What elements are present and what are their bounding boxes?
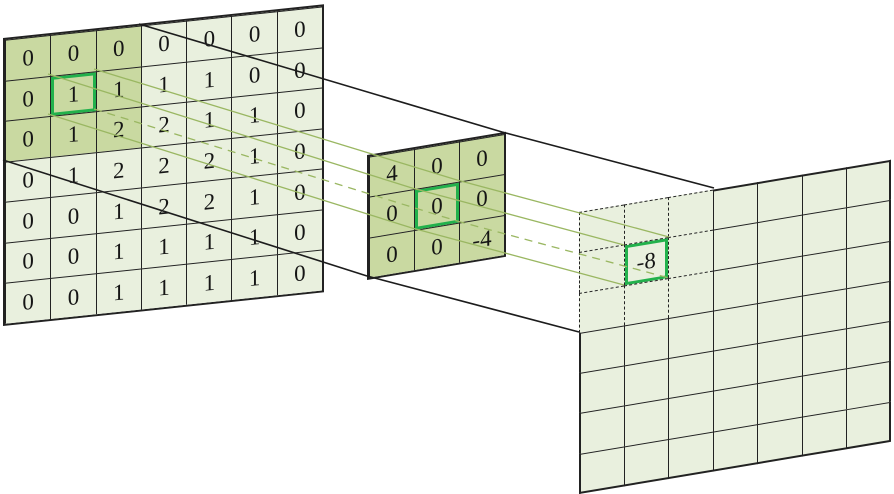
input-cell-1-0: 0 xyxy=(5,75,51,121)
input-cell-6-3: 1 xyxy=(140,264,187,310)
input-cell-6-4: 1 xyxy=(186,259,232,305)
output-cell-6-0 xyxy=(579,446,624,494)
frustum-bottom-2-line xyxy=(366,275,580,333)
input-cell-4-4: 2 xyxy=(186,178,232,224)
input-cell-4-5: 1 xyxy=(231,173,277,219)
input-cell-0-4: 0 xyxy=(186,15,232,62)
input-cell-5-1: 0 xyxy=(50,233,96,279)
input-cell-1-2: 1 xyxy=(95,66,141,112)
output-cell-6-3 xyxy=(712,423,757,472)
input-cell-4-0: 0 xyxy=(5,197,51,243)
input-cell-6-0: 0 xyxy=(5,278,51,324)
input-cell-2-4: 1 xyxy=(186,97,232,143)
input-cell-3-6: 0 xyxy=(276,128,323,174)
input-cell-0-3: 0 xyxy=(140,20,187,67)
input-cell-5-0: 0 xyxy=(5,237,51,284)
output-matrix: -8 xyxy=(579,159,891,494)
input-cell-5-6: 0 xyxy=(276,209,323,255)
output-cell-6-2 xyxy=(668,431,713,480)
input-cell-1-4: 1 xyxy=(186,56,232,102)
input-cell-3-2: 2 xyxy=(95,147,141,193)
input-cell-2-1: 1 xyxy=(50,111,96,157)
kernel-cell-2-0: 0 xyxy=(369,229,414,278)
input-cell-0-0: 0 xyxy=(5,35,51,81)
input-active-cell: 1 xyxy=(50,70,96,117)
input-cell-0-6: 0 xyxy=(276,6,323,52)
input-cell-1-6: 0 xyxy=(276,47,323,93)
input-cell-4-6: 0 xyxy=(276,168,323,215)
kernel-cell-2-2: -4 xyxy=(459,214,504,263)
input-cell-3-4: 2 xyxy=(186,137,232,183)
input-cell-0-1: 0 xyxy=(50,30,96,76)
input-cell-6-6: 0 xyxy=(276,249,323,296)
input-cell-4-3: 2 xyxy=(140,182,187,229)
output-cell-6-1 xyxy=(623,438,668,487)
input-cell-2-0: 0 xyxy=(5,116,51,162)
input-cell-2-5: 1 xyxy=(231,92,277,138)
input-cell-5-3: 1 xyxy=(140,223,187,269)
input-cell-4-1: 0 xyxy=(50,192,96,238)
input-cell-3-1: 1 xyxy=(50,151,96,198)
output-cell-6-4 xyxy=(757,416,802,465)
input-cell-0-2: 0 xyxy=(95,25,141,71)
input-cell-3-0: 0 xyxy=(5,156,51,203)
output-cell-6-6 xyxy=(846,401,891,450)
input-cell-5-4: 1 xyxy=(186,218,232,265)
input-cell-6-5: 1 xyxy=(231,254,277,300)
input-cell-3-5: 1 xyxy=(231,132,277,179)
input-cell-2-6: 0 xyxy=(276,87,323,133)
input-cell-5-5: 1 xyxy=(231,214,277,260)
input-cell-1-5: 0 xyxy=(231,51,277,98)
input-cell-2-2: 2 xyxy=(95,106,141,152)
kernel-cell-2-1: 0 xyxy=(414,222,459,271)
input-cell-3-3: 2 xyxy=(140,142,187,188)
input-cell-4-2: 1 xyxy=(95,187,141,234)
input-cell-6-2: 1 xyxy=(95,268,141,315)
input-cell-5-2: 1 xyxy=(95,228,141,274)
frustum-top-2-line xyxy=(501,131,715,189)
input-cell-1-3: 1 xyxy=(140,61,187,107)
input-cell-2-3: 2 xyxy=(140,101,187,148)
input-cell-0-5: 0 xyxy=(231,11,277,57)
output-cell-6-5 xyxy=(801,409,846,457)
input-cell-6-1: 0 xyxy=(50,273,96,319)
